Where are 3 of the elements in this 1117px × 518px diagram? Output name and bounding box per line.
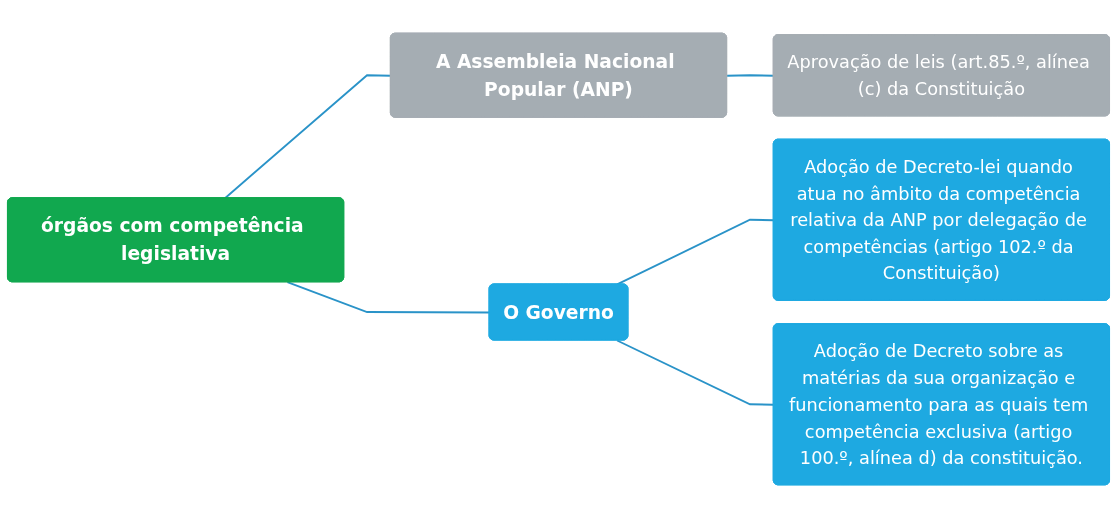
connector — [726, 74, 775, 77]
connector — [286, 281, 491, 314]
connector — [616, 339, 775, 406]
